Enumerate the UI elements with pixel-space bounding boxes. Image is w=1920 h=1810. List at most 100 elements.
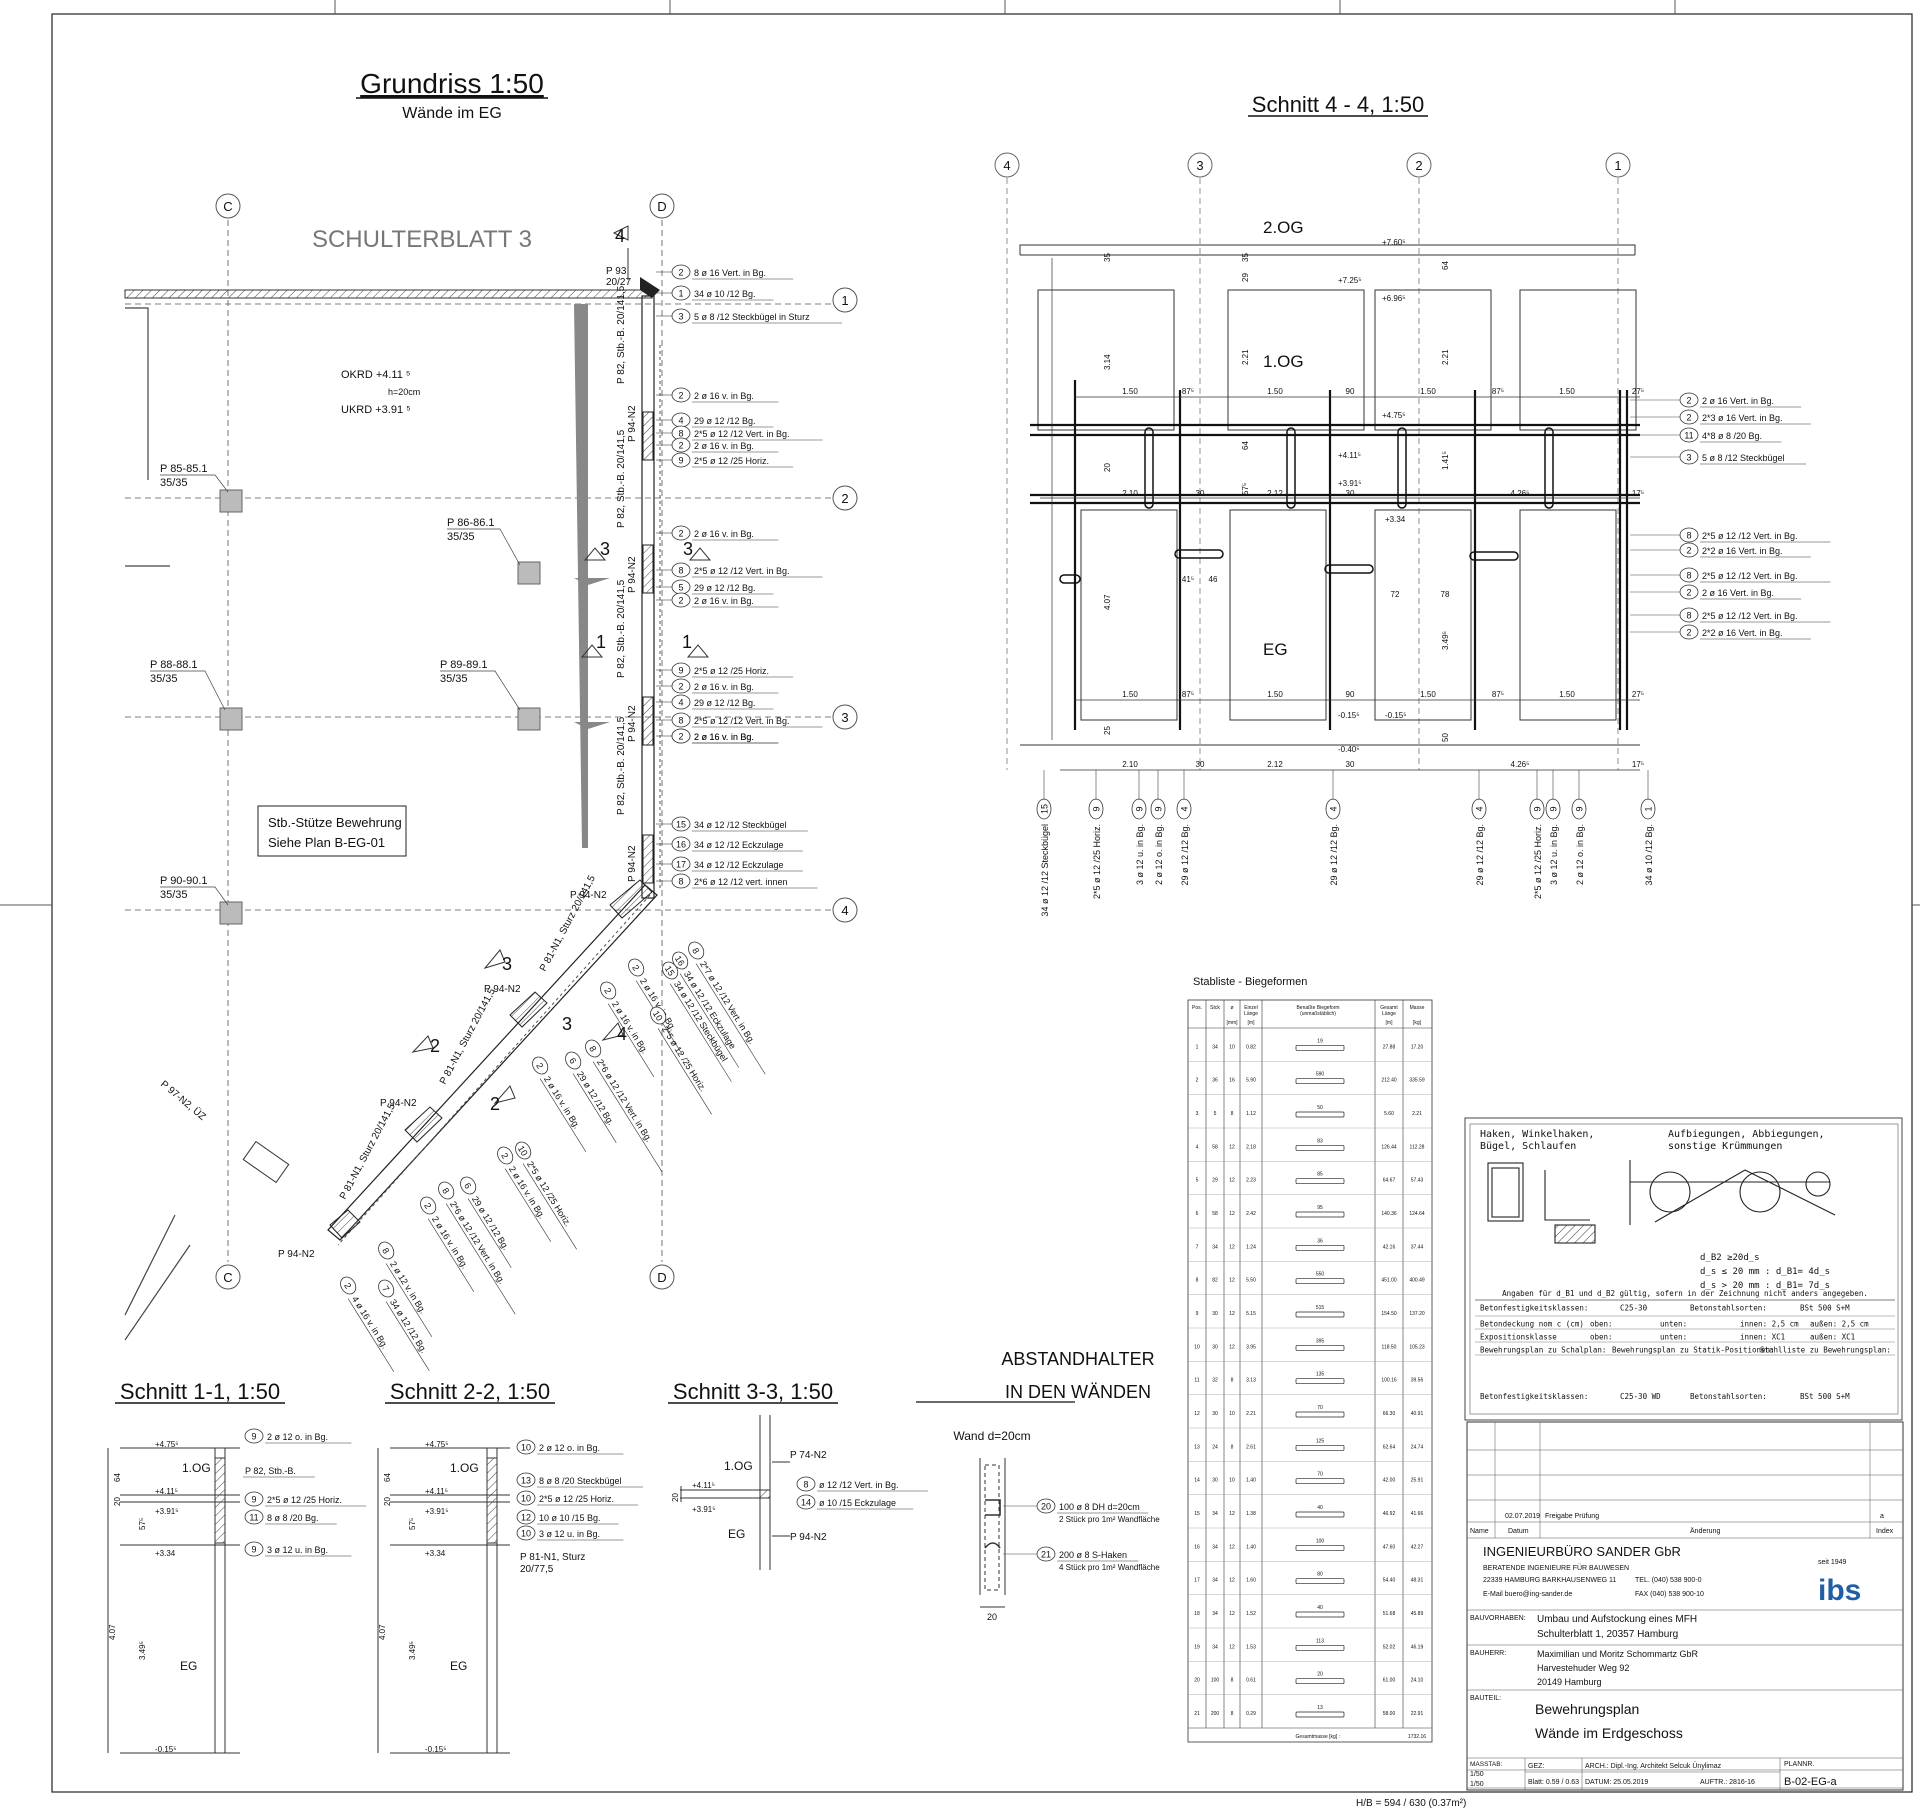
s44-dim-bot: 17⁵ <box>1632 760 1644 769</box>
svg-text:1: 1 <box>841 293 848 308</box>
svg-text:[kg]: [kg] <box>1413 1020 1422 1026</box>
svg-text:36: 36 <box>1212 1078 1218 1084</box>
gez-label: GEZ: <box>1528 1763 1544 1770</box>
hooks-cell: oben: <box>1590 1320 1613 1329</box>
svg-text:30: 30 <box>1212 1411 1218 1417</box>
svg-text:2: 2 <box>841 491 848 506</box>
svg-text:400.49: 400.49 <box>1409 1278 1425 1284</box>
svg-text:42.27: 42.27 <box>1411 1544 1424 1550</box>
svg-text:12: 12 <box>1229 1311 1235 1317</box>
svg-text:2.21: 2.21 <box>1412 1111 1422 1117</box>
svg-text:9: 9 <box>678 666 683 676</box>
hooks-note: Angaben für d_B1 und d_B2 gültig, sofern… <box>1502 1289 1868 1298</box>
svg-text:2: 2 <box>499 1151 510 1161</box>
svg-text:451.00: 451.00 <box>1381 1278 1397 1284</box>
hooks-cell: Expositionsklasse <box>1480 1333 1557 1342</box>
svg-text:OKRD +4.11 ⁵: OKRD +4.11 ⁵ <box>341 369 410 381</box>
svg-text:20: 20 <box>1041 1502 1051 1512</box>
plannr: B-02-EG-a <box>1784 1776 1837 1788</box>
svg-text:3.13: 3.13 <box>1246 1378 1256 1384</box>
svg-text:9: 9 <box>1549 806 1559 811</box>
svg-text:8: 8 <box>1231 1444 1234 1450</box>
svg-text:2.23: 2.23 <box>1246 1178 1256 1184</box>
s44-bottom-label: 92*5 ø 12 /25 Horiz. <box>1529 770 1545 899</box>
svg-text:62.64: 62.64 <box>1383 1444 1396 1450</box>
svg-text:2 ø 16 v. in Bg.: 2 ø 16 v. in Bg. <box>610 999 650 1055</box>
axis-bubble-c-top: C <box>215 193 241 219</box>
svg-text:2*5 ø 12 /12 Vert. in Bg.: 2*5 ø 12 /12 Vert. in Bg. <box>1702 531 1798 541</box>
svg-text:2*5 ø 12 /25 Horiz.: 2*5 ø 12 /25 Horiz. <box>694 666 769 676</box>
svg-text:2*5 ø 12 /12 Vert. in Bg.: 2*5 ø 12 /12 Vert. in Bg. <box>694 716 790 726</box>
firm-fax: FAX (040) 538 900-10 <box>1635 1591 1704 1598</box>
svg-text:12: 12 <box>1229 1211 1235 1217</box>
plan-callout: 9 2*5 ø 12 /25 Horiz. <box>671 662 794 678</box>
s44-dim-low: 27⁵ <box>1632 690 1644 699</box>
s44-bottom-label: 93 ø 12 u. in Bg. <box>1131 770 1147 885</box>
svg-text:2: 2 <box>534 1061 545 1071</box>
svg-text:2: 2 <box>342 1281 353 1291</box>
svg-text:12: 12 <box>1229 1344 1235 1350</box>
svg-text:58: 58 <box>1212 1144 1218 1150</box>
svg-text:35/35: 35/35 <box>447 531 475 543</box>
svg-text:+7.60⁵: +7.60⁵ <box>1382 238 1406 247</box>
svg-text:2: 2 <box>1686 413 1691 423</box>
svg-text:4: 4 <box>841 903 848 918</box>
svg-text:P 82, Stb.-B. 20/141,5: P 82, Stb.-B. 20/141,5 <box>616 579 627 678</box>
top-wall <box>124 289 653 299</box>
spacer-note: 2 Stück pro 1m² Wandfläche <box>1059 1515 1160 1524</box>
svg-text:2*2 ø 16 Vert. in Bg.: 2*2 ø 16 Vert. in Bg. <box>1702 628 1783 638</box>
svg-text:2 ø 16 v. in Bg.: 2 ø 16 v. in Bg. <box>694 682 754 692</box>
svg-text:+3.91⁵: +3.91⁵ <box>692 1505 716 1514</box>
svg-text:D: D <box>657 1270 666 1285</box>
svg-text:P 94-N2: P 94-N2 <box>570 890 607 901</box>
svg-text:12: 12 <box>521 1513 531 1523</box>
hooks-cell: Betonstahlsorten: <box>1690 1304 1767 1313</box>
rev-date: 02.07.2019 <box>1505 1513 1540 1520</box>
svg-text:+4.11⁵: +4.11⁵ <box>155 1487 178 1496</box>
hooks-rule-3: d_s > 20 mm : d_B1= 7d_s <box>1700 1281 1830 1291</box>
svg-text:25.91: 25.91 <box>1411 1478 1424 1484</box>
s44-vdim: 29 <box>1241 273 1250 282</box>
svg-text:8 ø 8 /20 Bg.: 8 ø 8 /20 Bg. <box>267 1513 319 1523</box>
svg-text:590: 590 <box>1316 1072 1325 1078</box>
s44-vdim: 64 <box>1241 441 1250 450</box>
spacer-title-2: IN DEN WÄNDEN <box>1005 1382 1151 1402</box>
svg-text:34: 34 <box>1212 1511 1218 1517</box>
svg-text:13: 13 <box>521 1476 531 1486</box>
section33-drawing: +4.11⁵ +3.91⁵ 20 1.OG EG P 74-N2 P 94-N2 <box>671 1415 827 1570</box>
svg-text:5.50: 5.50 <box>1246 1278 1256 1284</box>
svg-text:P 94-N2: P 94-N2 <box>790 1532 827 1543</box>
hooks-bottom-cell: Betonstahlsorten: <box>1690 1392 1767 1401</box>
firm-tel: TEL. (040) 538 900-0 <box>1635 1577 1702 1584</box>
svg-text:15: 15 <box>663 964 677 978</box>
svg-text:+3.34: +3.34 <box>425 1549 446 1558</box>
svg-text:3: 3 <box>502 954 512 974</box>
bauherr-2: Harvestehuder Weg 92 <box>1537 1663 1629 1673</box>
firm-email: E-Mail buero@ing-sander.de <box>1483 1591 1572 1598</box>
barlist-header: Masse <box>1410 1005 1425 1011</box>
svg-text:P 94-N2: P 94-N2 <box>627 556 638 593</box>
s44-dim-mid: 30 <box>1346 489 1355 498</box>
svg-text:2 ø 16 v. in Bg.: 2 ø 16 v. in Bg. <box>694 596 754 606</box>
svg-text:57⁵: 57⁵ <box>138 1518 147 1530</box>
svg-text:24.10: 24.10 <box>1411 1678 1424 1684</box>
hooks-title-2: Bügel, Schlaufen <box>1480 1141 1576 1152</box>
svg-text:2: 2 <box>1686 588 1691 598</box>
column-note-1: Stb.-Stütze Bewehrung <box>268 815 402 830</box>
svg-text:34: 34 <box>1212 1044 1218 1050</box>
svg-text:9: 9 <box>1575 806 1585 811</box>
